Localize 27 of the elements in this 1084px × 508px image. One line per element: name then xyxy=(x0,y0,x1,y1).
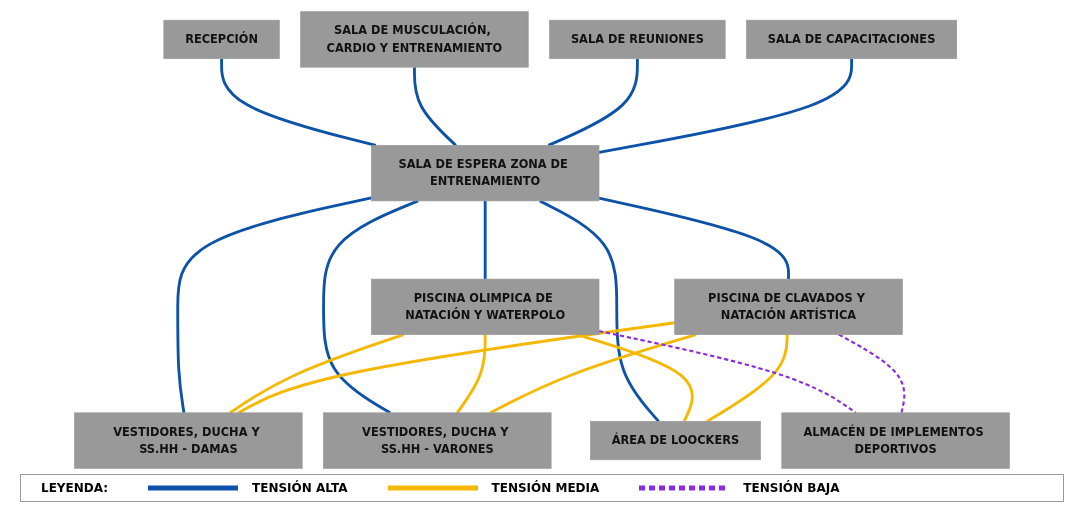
connector xyxy=(176,196,372,414)
node-box: VESTIDORES, DUCHA Y SS.HH - DAMAS xyxy=(74,412,303,469)
node-box: ALMACÉN DE IMPLEMENTOS DEPORTIVOS xyxy=(781,412,1010,469)
legend-text: TENSIÓN MEDIA xyxy=(491,481,600,495)
node-box: SALA DE CAPACITACIONES xyxy=(746,19,958,59)
node-box: SALA DE MUSCULACIÓN, CARDIO Y ENTRENAMIENTO xyxy=(300,11,529,68)
connector xyxy=(229,333,404,414)
connector xyxy=(598,196,790,280)
node-box: PISCINA DE CLAVADOS Y NATACIÓN ARTÍSTICA xyxy=(674,278,903,335)
connector xyxy=(413,67,457,147)
connector xyxy=(838,333,906,414)
legend-heading: LEYENDA: xyxy=(41,481,109,495)
node-box: SALA DE REUNIONES xyxy=(549,19,726,59)
connector xyxy=(220,58,377,147)
legend-text: TENSIÓN ALTA xyxy=(252,481,348,495)
node-box: SALA DE ESPERA ZONA DE ENTRENAMIENTO xyxy=(371,145,600,202)
connector xyxy=(706,334,789,423)
node-box: RECEPCIÓN xyxy=(163,19,280,59)
connector xyxy=(456,334,487,414)
connector xyxy=(539,199,660,423)
node-box: ÁREA DE LOOCKERS xyxy=(590,421,761,461)
connector xyxy=(483,200,487,280)
legend-text: TENSIÓN BAJA xyxy=(743,481,840,495)
connector xyxy=(547,58,639,147)
node-box: PISCINA OLIMPICA DE NATACIÓN Y WATERPOLO xyxy=(371,278,600,335)
connector xyxy=(598,58,853,154)
node-box: VESTIDORES, DUCHA Y SS.HH - VARONES xyxy=(323,412,552,469)
